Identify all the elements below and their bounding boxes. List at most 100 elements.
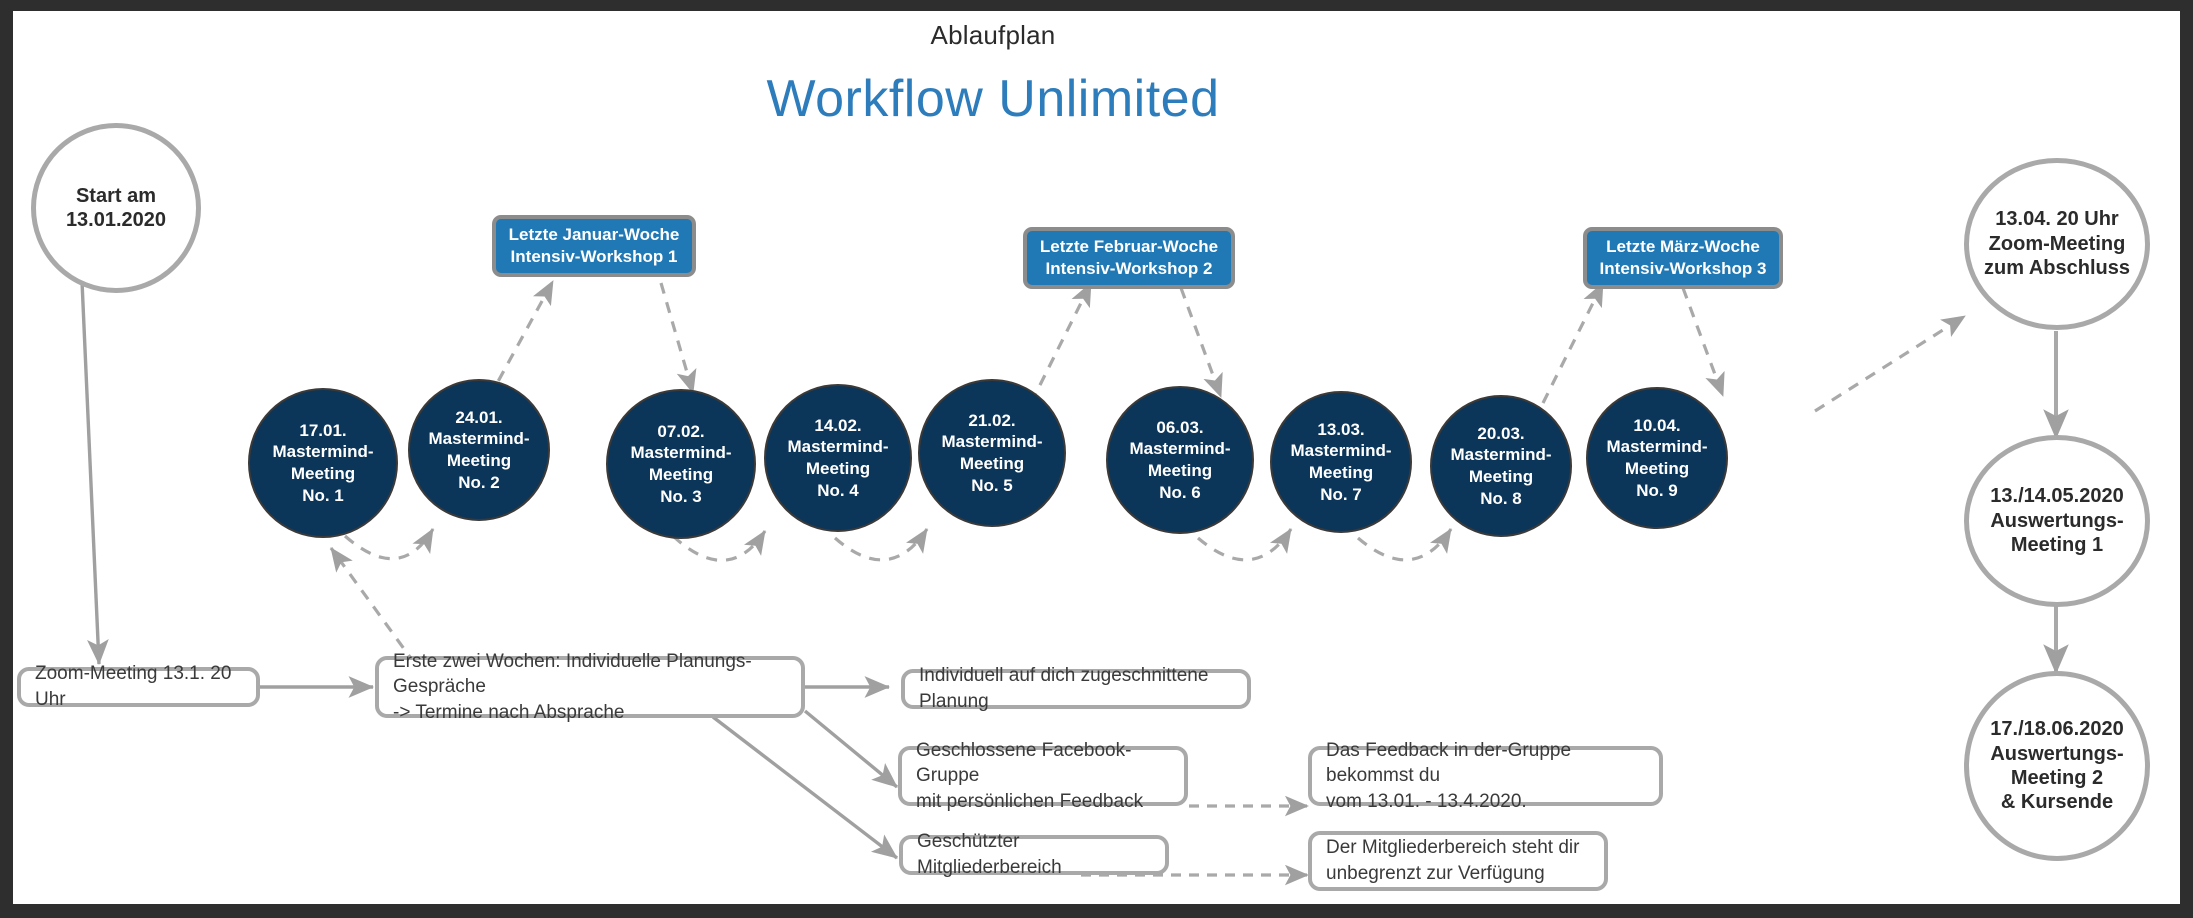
mm5-number: No. 5 (971, 475, 1013, 495)
mm1-date: 17.01. (299, 420, 347, 440)
workshop-box-2[interactable]: Letzte Februar-Woche Intensiv-Workshop 2 (1023, 227, 1235, 289)
mm9-date: 10.04. (1633, 415, 1681, 435)
feedback-line2: vom 13.01. - 13.4.2020. (1326, 790, 1527, 812)
auswertung-2-node[interactable]: 17./18.06.2020 Auswertungs- Meeting 2 & … (1964, 671, 2150, 861)
auswertung-1-node[interactable]: 13./14.05.2020 Auswertungs- Meeting 1 (1964, 435, 2150, 607)
edge-planning-to-mm1 (329, 547, 417, 665)
mastermind-circle-8[interactable]: 20.03. Mastermind- Meeting No. 8 (1430, 395, 1572, 537)
mastermind-circle-1[interactable]: 17.01. Mastermind- Meeting No. 1 (248, 388, 398, 538)
abschluss-line2: Zoom-Meeting (1988, 232, 2126, 255)
mm1-label: Mastermind- (272, 442, 374, 462)
feedback-box[interactable]: Das Feedback in der-Gruppe bekommst du v… (1308, 740, 1663, 812)
mm8-date: 20.03. (1477, 423, 1525, 443)
ausw2-line2: Auswertungs- (1990, 742, 2124, 765)
mm4-label2: Meeting (805, 459, 871, 478)
edge-mm7-to-mm8 (1356, 528, 1453, 562)
member-area-box[interactable]: Geschützter Mitgliederbereich (899, 831, 1169, 878)
mm1-number: No. 1 (302, 485, 344, 505)
mm2-label: Mastermind- (428, 429, 530, 449)
mm7-number: No. 7 (1320, 484, 1362, 504)
ausw2-line4: & Kursende (2000, 791, 2114, 814)
ausw1-line1: 13./14.05.2020 (1990, 485, 2124, 508)
feedback-line1: Das Feedback in der-Gruppe bekommst du (1326, 739, 1572, 787)
mm6-number: No. 6 (1159, 482, 1201, 502)
edge-mm1-to-mm2 (343, 528, 435, 561)
mm6-label2: Meeting (1147, 461, 1213, 480)
edge-mm9-to-abschluss (1814, 314, 1966, 413)
workshop-2-line2: Intensiv-Workshop 2 (1045, 259, 1213, 278)
abschluss-line1: 13.04. 20 Uhr (1995, 208, 2119, 231)
individual-planning-text: Individuell auf dich zugeschnittene Plan… (919, 665, 1209, 712)
workshop-box-3[interactable]: Letzte März-Woche Intensiv-Workshop 3 (1583, 227, 1783, 289)
mastermind-circle-4[interactable]: 14.02. Mastermind- Meeting No. 4 (764, 384, 912, 532)
mastermind-circle-5[interactable]: 21.02. Mastermind- Meeting No. 5 (918, 379, 1066, 527)
edge-planning-to-facebook (803, 709, 899, 789)
mm1-label2: Meeting (290, 464, 356, 483)
mm3-number: No. 3 (660, 486, 702, 506)
mm5-label2: Meeting (959, 454, 1025, 473)
mm3-label2: Meeting (648, 465, 714, 484)
mastermind-circle-6[interactable]: 06.03. Mastermind- Meeting No. 6 (1106, 386, 1254, 534)
ausw1-line2: Auswertungs- (1990, 509, 2124, 532)
edge-planning-to-member (711, 715, 899, 860)
mm7-date: 13.03. (1317, 419, 1365, 439)
workshop-2-line1: Letzte Februar-Woche (1039, 236, 1219, 256)
workshop-1-line1: Letzte Januar-Woche (508, 224, 680, 244)
start-node-line1: Start am (75, 184, 156, 207)
member-area-detail-box[interactable]: Der Mitgliederbereich steht dir unbegren… (1308, 831, 1608, 891)
mm7-label2: Meeting (1308, 463, 1374, 482)
edge-mm8-to-ws3 (1541, 282, 1605, 404)
start-node[interactable]: Start am 13.01.2020 (31, 123, 201, 293)
mm4-number: No. 4 (817, 480, 859, 500)
zoom-meeting-text: Zoom-Meeting 13.1. 20 Uhr (35, 663, 232, 710)
member-detail-line2: unbegrenzt zur Verfügung (1326, 863, 1545, 884)
mm2-label2: Meeting (446, 451, 512, 470)
planning-box[interactable]: Erste zwei Wochen: Individuelle Planungs… (375, 651, 805, 723)
mm9-label: Mastermind- (1606, 437, 1708, 457)
planning-line2: -> Termine nach Absprache (393, 701, 625, 723)
mm2-number: No. 2 (458, 472, 500, 492)
mastermind-circle-9[interactable]: 10.04. Mastermind- Meeting No. 9 (1586, 387, 1728, 529)
edge-ws3-to-mm9 (1681, 287, 1725, 397)
mm7-label: Mastermind- (1290, 441, 1392, 461)
member-area-text: Geschützter Mitgliederbereich (917, 831, 1062, 878)
page-title: Workflow Unlimited (766, 70, 1220, 128)
page-subtitle: Ablaufplan (930, 20, 1056, 50)
mm5-label: Mastermind- (941, 432, 1043, 452)
mastermind-circle-3[interactable]: 07.02. Mastermind- Meeting No. 3 (606, 389, 756, 539)
mastermind-circle-7[interactable]: 13.03. Mastermind- Meeting No. 7 (1270, 391, 1412, 533)
edge-ws1-to-mm3 (659, 282, 697, 394)
workshop-box-1[interactable]: Letzte Januar-Woche Intensiv-Workshop 1 (492, 215, 696, 277)
mm5-date: 21.02. (968, 410, 1016, 430)
mm8-label2: Meeting (1468, 467, 1534, 486)
zoom-meeting-box[interactable]: Zoom-Meeting 13.1. 20 Uhr (17, 663, 260, 710)
edge-ws2-to-mm6 (1179, 287, 1223, 398)
edge-mm4-to-mm5 (833, 528, 929, 562)
mm6-date: 06.03. (1156, 417, 1204, 437)
diagram-canvas: Ablaufplan Workflow Unlimited Start am 1… (13, 11, 2180, 904)
mm4-label: Mastermind- (787, 437, 889, 457)
mm3-date: 07.02. (657, 421, 705, 441)
member-detail-line1: Der Mitgliederbereich steht dir (1326, 837, 1580, 859)
mm9-number: No. 9 (1636, 480, 1678, 500)
planning-line1: Erste zwei Wochen: Individuelle Planungs… (393, 650, 752, 698)
facebook-line2: mit persönlichen Feedback (916, 790, 1144, 812)
mm6-label: Mastermind- (1129, 439, 1231, 459)
mm9-label2: Meeting (1624, 459, 1690, 478)
facebook-line1: Geschlossene Facebook-Gruppe (916, 739, 1132, 787)
edge-mm6-to-mm7 (1196, 528, 1293, 562)
mm4-date: 14.02. (814, 415, 862, 435)
workshop-3-line1: Letzte März-Woche (1606, 236, 1760, 256)
individual-planning-box[interactable]: Individuell auf dich zugeschnittene Plan… (901, 665, 1251, 712)
ausw2-line1: 17./18.06.2020 (1990, 718, 2124, 741)
abschluss-line3: zum Abschluss (1984, 257, 2130, 280)
edge-mm5-to-ws2 (1029, 282, 1093, 404)
facebook-group-box[interactable]: Geschlossene Facebook-Gruppe mit persönl… (898, 740, 1188, 812)
mm3-label: Mastermind- (630, 443, 732, 463)
mastermind-circle-2[interactable]: 24.01. Mastermind- Meeting No. 2 (408, 379, 550, 521)
abschluss-node[interactable]: 13.04. 20 Uhr Zoom-Meeting zum Abschluss (1964, 158, 2150, 330)
ausw1-line3: Meeting 1 (2010, 534, 2104, 557)
start-node-line2: 13.01.2020 (65, 209, 167, 231)
workshop-3-line2: Intensiv-Workshop 3 (1599, 259, 1767, 278)
